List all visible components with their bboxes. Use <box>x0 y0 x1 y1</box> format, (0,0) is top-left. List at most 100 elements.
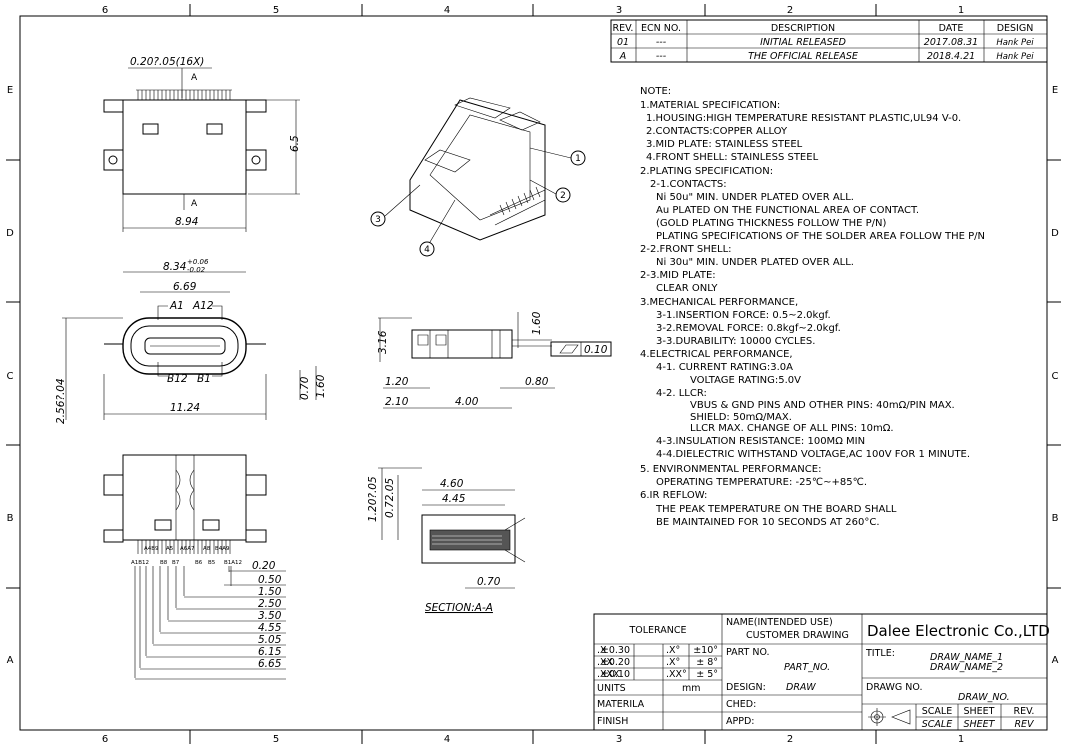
zone-ticks <box>6 4 1061 744</box>
note-line: 5. ENVIRONMENTAL PERFORMANCE: <box>640 464 821 475</box>
material-label: MATERILA <box>597 699 645 710</box>
note-line: 4-1. CURRENT RATING:3.0A <box>656 362 793 373</box>
pin-label-bottom: B5 <box>208 560 216 566</box>
callout-1: 1 <box>575 154 581 164</box>
flatness-icon <box>559 344 579 354</box>
dim-width-6-69: 6.69 <box>173 281 197 293</box>
title-value-1: DRAW_NAME_1 <box>930 652 1003 663</box>
notes-block: NOTE: 1.MATERIAL SPECIFICATION: 1.HOUSIN… <box>640 86 985 528</box>
rev-value: REV <box>1014 719 1035 730</box>
zone-top-4: 4 <box>444 5 450 16</box>
dim-h-1-60: 1.60 <box>315 374 327 398</box>
design-label: DESIGN: <box>726 682 766 693</box>
part-no-label: PART NO. <box>726 647 770 658</box>
tol-cell: .X° <box>666 645 680 656</box>
dim-width-8-94: 8.94 <box>175 216 198 228</box>
note-line: 4-3.INSULATION RESISTANCE: 100MΩ MIN <box>656 436 865 447</box>
side-view-body <box>411 329 513 359</box>
dim-sec-1-20: 1.20?.05 <box>367 476 379 522</box>
note-line: 4-2. LLCR: <box>656 388 707 399</box>
zone-left-E: E <box>7 85 13 96</box>
dim-height-6-5: 6.5 <box>289 135 301 152</box>
rev-row-2-ecn: --- <box>656 51 667 62</box>
callout-4: 4 <box>424 245 430 255</box>
zone-left-D: D <box>6 228 14 239</box>
note-line: LLCR MAX. CHANGE OF ALL PINS: 10mΩ. <box>690 423 894 434</box>
zone-bottom-3: 3 <box>616 734 622 745</box>
dim-side-3-16: 3.16 <box>377 330 389 354</box>
ladder-dim: 6.15 <box>258 646 282 658</box>
rev-row-1-rev: 01 <box>617 37 629 48</box>
rev-label: REV. <box>1014 706 1035 717</box>
note-line: 4.FRONT SHELL: STAINLESS STEEL <box>646 152 819 163</box>
tol-cell: .X <box>597 645 607 656</box>
section-a-a: 1.20?.05 0.72.05 4.60 4.45 0.70 SECTION:… <box>367 467 526 614</box>
pin-label-top: A5 <box>166 546 174 552</box>
pin-label-b12: B12 <box>167 373 188 385</box>
zone-bottom-1: 1 <box>958 734 964 745</box>
zone-top-6: 6 <box>102 5 108 16</box>
note-line: 6.IR REFLOW: <box>640 490 707 501</box>
rev-row-2-rev: A <box>619 51 627 62</box>
rev-header-ecn: ECN NO. <box>641 23 681 34</box>
note-line: THE PEAK TEMPERATURE ON THE BOARD SHALL <box>655 504 897 515</box>
note-line: 3.MID PLATE: STAINLESS STEEL <box>646 139 803 150</box>
zone-top-2: 2 <box>787 5 793 16</box>
zone-top-5: 5 <box>273 5 279 16</box>
note-line: 4.ELECTRICAL PERFORMANCE, <box>640 349 793 360</box>
zone-top-1: 1 <box>958 5 964 16</box>
tol-cell: .X° <box>666 657 680 668</box>
tol-title: TOLERANCE <box>628 625 686 636</box>
section-label: SECTION:A-A <box>425 602 493 614</box>
zone-bottom-5: 5 <box>273 734 279 745</box>
note-line: 1.MATERIAL SPECIFICATION: <box>640 100 780 111</box>
note-line: NOTE: <box>640 86 671 97</box>
pin-dimension-ladder <box>134 566 286 680</box>
appd-label: APPD: <box>726 716 754 727</box>
pin-label-bottom: B7 <box>172 560 180 566</box>
dim-side-1-60: 1.60 <box>531 311 543 335</box>
rev-header-rev: REV. <box>613 23 634 34</box>
sheet-value: SHEET <box>964 719 996 730</box>
tol-cell: .XX° <box>666 669 687 680</box>
zone-right-E: E <box>1052 85 1058 96</box>
note-line: 2.PLATING SPECIFICATION: <box>640 166 773 177</box>
isometric-view: 1 2 3 4 <box>370 97 586 257</box>
ladder-dim: 4.55 <box>258 622 282 634</box>
note-line: (GOLD PLATING THICKNESS FOLLOW THE P/N) <box>656 218 886 229</box>
note-line: Ni 50u" MIN. UNDER PLATED OVER ALL. <box>656 192 854 203</box>
zone-bottom-2: 2 <box>787 734 793 745</box>
note-line: 3-1.INSERTION FORCE: 0.5~2.0kgf. <box>656 310 831 321</box>
dim-width-8-34: 8.34 <box>163 261 186 273</box>
zone-right-D: D <box>1051 228 1059 239</box>
note-line: SHIELD: 50mΩ/MAX. <box>690 412 792 423</box>
dim-sec-0-70: 0.70 <box>477 576 501 588</box>
tol-cell: ±0.10 <box>601 669 630 680</box>
note-line: 3-3.DURABILITY: 10000 CYCLES. <box>656 336 815 347</box>
dim-tol-minus: -0.02 <box>187 266 206 274</box>
rev-row-2-design: Hank Pei <box>996 52 1034 62</box>
projection-icon <box>868 708 911 726</box>
scale-value: SCALE <box>922 719 952 730</box>
units-value: mm <box>682 683 701 694</box>
callout-3: 3 <box>375 215 381 225</box>
dim-sec-0-72: 0.72.05 <box>384 478 396 518</box>
tol-cell: ± 5° <box>696 669 718 680</box>
zone-left-B: B <box>7 513 14 524</box>
note-line: VOLTAGE RATING:5.0V <box>690 375 801 386</box>
finish-label: FINISH <box>597 716 628 727</box>
rev-row-2-description: THE OFFICIAL RELEASE <box>748 51 858 62</box>
note-line: 2.CONTACTS:COPPER ALLOY <box>646 126 788 137</box>
top-view-body <box>122 99 247 195</box>
section-body <box>421 514 516 564</box>
pin-label-top: A4B9 <box>144 546 159 552</box>
drawg-no-value: DRAW_NO. <box>958 692 1010 703</box>
revision-table: REV. ECN NO. DESCRIPTION DATE DESIGN 01 … <box>610 19 1048 63</box>
rev-header-date: DATE <box>939 23 964 34</box>
title-label: TITLE: <box>865 648 895 659</box>
note-line: Au PLATED ON THE FUNCTIONAL AREA OF CONT… <box>656 205 919 216</box>
name-label: NAME(INTENDED USE) <box>726 617 833 628</box>
tol-cell: .XX <box>597 657 614 668</box>
ladder-dim: 6.65 <box>258 658 282 670</box>
